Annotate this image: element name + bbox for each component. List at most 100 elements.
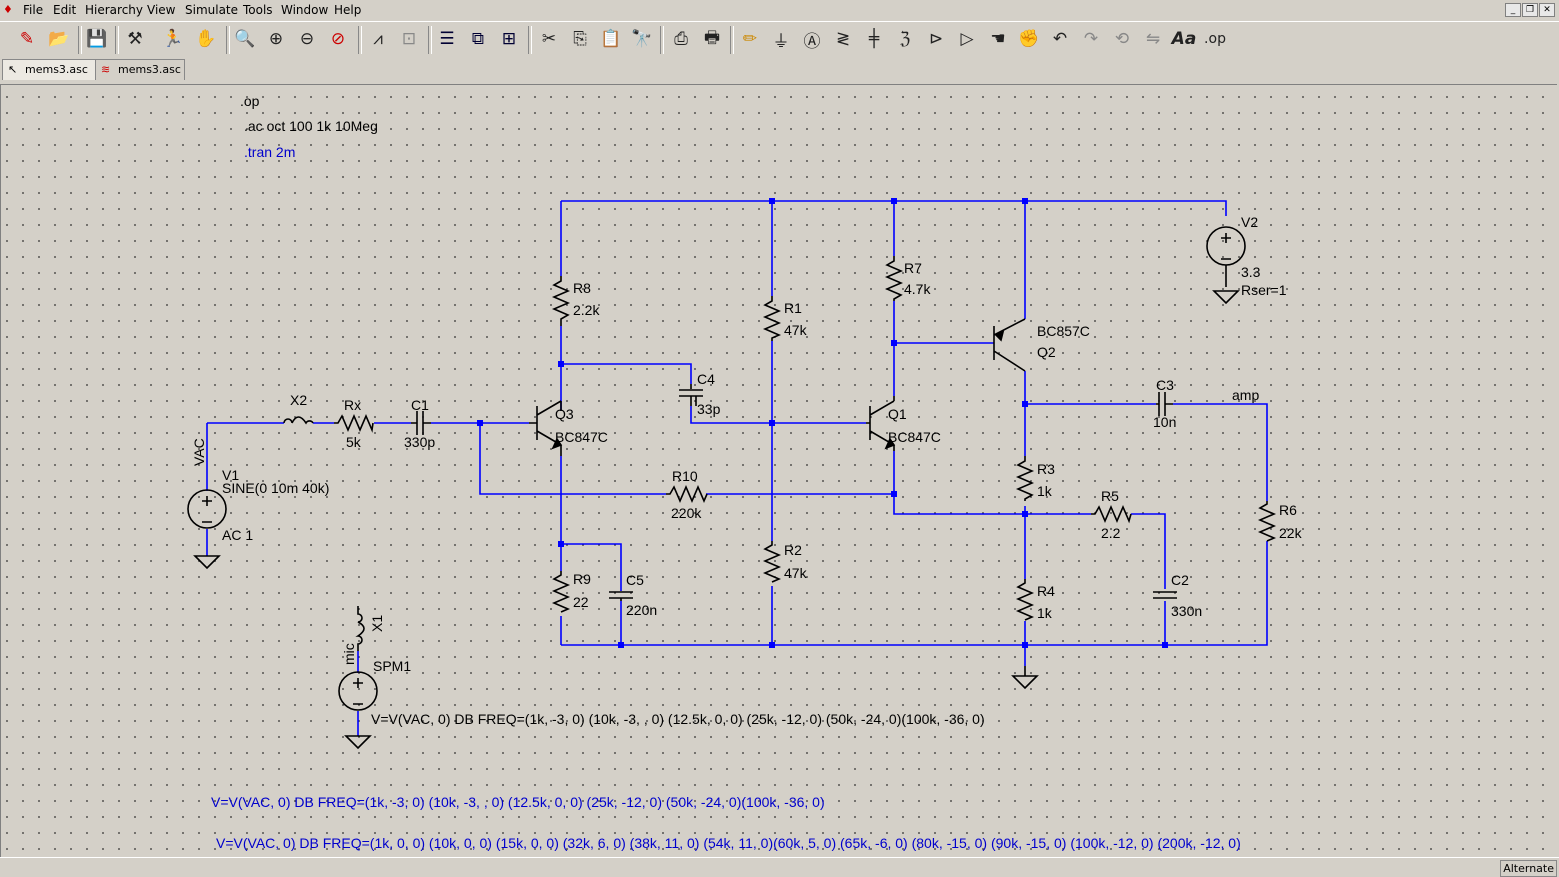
svg-text:2.2: 2.2 — [1101, 525, 1121, 541]
zoom-in-icon[interactable]: 🔍 — [234, 29, 256, 49]
menu-tools[interactable]: Tools — [243, 3, 273, 17]
x2-symbol[interactable] — [283, 416, 314, 425]
control-panel-icon[interactable]: ⚒ — [127, 29, 143, 49]
net-label-amp: amp — [1232, 387, 1259, 403]
menu-window[interactable]: Window — [281, 3, 329, 17]
cut-icon[interactable]: ✂ — [541, 29, 557, 49]
component-icon[interactable]: ▷ — [960, 29, 974, 49]
menu-edit[interactable]: Edit — [53, 3, 77, 17]
c1-symbol[interactable] — [411, 411, 431, 435]
diode-icon[interactable]: ⊳ — [928, 29, 944, 49]
c3-symbol[interactable] — [1156, 392, 1173, 416]
tile-vertical-icon[interactable]: ⊞ — [501, 29, 517, 49]
q2-symbol[interactable] — [993, 318, 1026, 372]
minimize-icon[interactable]: _ — [1505, 3, 1521, 17]
r1-symbol[interactable] — [762, 296, 782, 341]
svg-text:X1: X1 — [369, 615, 385, 632]
svg-text:C3: C3 — [1156, 377, 1174, 393]
tab-waveform[interactable]: ≋ mems3.asc — [95, 59, 185, 80]
drag-icon[interactable]: ✊ — [1018, 29, 1040, 49]
waveform-icon[interactable]: ⩘ — [373, 29, 383, 49]
open-icon[interactable]: 📂 — [48, 29, 70, 49]
mirror-icon[interactable]: ⇋ — [1145, 29, 1161, 49]
halt-icon[interactable]: ✋ — [195, 29, 217, 49]
draw-wire-icon[interactable]: ✏ — [742, 29, 758, 49]
menu-file[interactable]: File — [23, 3, 44, 17]
r2-symbol[interactable] — [762, 541, 782, 583]
r7-symbol[interactable] — [884, 256, 904, 301]
r5-symbol[interactable] — [1091, 504, 1132, 524]
find-icon[interactable]: 🔭 — [631, 29, 653, 49]
capacitors — [411, 384, 1177, 601]
undo-icon[interactable]: ↶ — [1052, 29, 1068, 49]
document-tabs: ↖ mems3.asc ≋ mems3.asc — [0, 57, 1559, 82]
r4-symbol[interactable] — [1015, 579, 1035, 621]
schematic-canvas[interactable]: .op .ac oct 100 1k 10Meg .tran 2m — [0, 84, 1557, 857]
c2-symbol[interactable] — [1153, 591, 1177, 599]
q1-symbol[interactable] — [866, 396, 896, 451]
cascade-icon[interactable]: ⧉ — [471, 29, 485, 49]
close-icon[interactable]: ✕ — [1539, 3, 1555, 17]
svg-text:BC847C: BC847C — [888, 429, 941, 445]
redo-icon[interactable]: ↷ — [1083, 29, 1099, 49]
tile-horizontal-icon[interactable]: ☰ — [439, 29, 455, 49]
expression-3[interactable]: V=V(VAC, 0) DB FREQ=(1k, 0, 0) (10k, 0, … — [216, 835, 1241, 851]
svg-text:3.3: 3.3 — [1241, 264, 1261, 280]
svg-text:330n: 330n — [1171, 603, 1202, 619]
waveform-split-icon[interactable]: ⊡ — [401, 29, 417, 49]
menu-simulate[interactable]: Simulate — [185, 3, 239, 17]
zoom-fit-icon[interactable]: ⊕ — [268, 29, 284, 49]
c4-symbol[interactable] — [679, 384, 703, 406]
menu-view[interactable]: View — [147, 3, 176, 17]
tab-schematic[interactable]: ↖ mems3.asc — [2, 59, 96, 80]
print-icon[interactable]: 🖶 — [703, 27, 721, 48]
status-mode: Alternate — [1500, 860, 1557, 877]
restore-icon[interactable]: ❐ — [1522, 3, 1538, 17]
text-icon[interactable]: Aa — [1171, 29, 1197, 49]
rotate-icon[interactable]: ⟲ — [1114, 29, 1130, 49]
r10-symbol[interactable] — [666, 484, 708, 504]
r8-symbol[interactable] — [551, 276, 571, 326]
r9-symbol[interactable] — [551, 571, 571, 613]
copy-icon[interactable]: ⎘ — [573, 29, 587, 49]
save-icon[interactable]: 💾 — [86, 29, 108, 49]
resistor-icon[interactable]: ≷ — [835, 29, 851, 49]
x1-symbol[interactable] — [355, 606, 365, 651]
print-setup-icon[interactable]: ⎙ — [674, 29, 688, 49]
spm1-symbol[interactable] — [338, 671, 378, 711]
junctions — [477, 198, 1168, 648]
paste-icon[interactable]: 📋 — [600, 29, 622, 49]
expression-1[interactable]: V=V(VAC, 0) DB FREQ=(1k, -3, 0) (10k, -3… — [371, 711, 985, 727]
q3-symbol[interactable] — [529, 400, 563, 456]
rx-symbol[interactable] — [334, 413, 374, 433]
move-icon[interactable]: ☚ — [990, 29, 1006, 49]
inductor-icon[interactable]: ℨ — [899, 29, 911, 49]
ground-icon — [193, 555, 221, 570]
expression-2[interactable]: V=V(VAC, 0) DB FREQ=(1k, -3, 0) (10k, -3… — [211, 794, 825, 810]
directive-ac[interactable]: .ac oct 100 1k 10Meg — [244, 118, 378, 134]
c5-symbol[interactable] — [609, 591, 633, 601]
v1-symbol[interactable] — [187, 489, 227, 529]
menu-bar: ♦ File Edit Hierarchy View Simulate Tool… — [0, 0, 1559, 21]
svg-text:47k: 47k — [784, 565, 808, 581]
new-schematic-icon[interactable]: ✎ — [19, 29, 35, 49]
svg-text:Rser=1: Rser=1 — [1241, 282, 1287, 298]
ground-icon[interactable]: ⏚ — [772, 31, 790, 52]
zoom-out-icon[interactable]: ⊖ — [299, 29, 315, 49]
run-icon[interactable]: 🏃 — [162, 29, 184, 49]
zoom-cancel-icon[interactable]: ⊘ — [330, 29, 346, 49]
capacitor-icon[interactable]: ╪ — [868, 29, 880, 49]
svg-text:R10: R10 — [672, 468, 698, 484]
svg-text:2.2k: 2.2k — [573, 302, 600, 318]
svg-text:22: 22 — [573, 594, 589, 610]
directive-op[interactable]: .op — [240, 93, 260, 109]
label-net-icon[interactable]: Ⓐ — [803, 31, 821, 52]
spice-directive-icon[interactable]: .op — [1204, 31, 1226, 47]
r6-symbol[interactable] — [1257, 501, 1277, 542]
menu-help[interactable]: Help — [334, 3, 362, 17]
svg-text:R3: R3 — [1037, 461, 1055, 477]
directive-tran[interactable]: .tran 2m — [244, 144, 295, 160]
ground-icon — [1212, 290, 1240, 305]
r3-symbol[interactable] — [1015, 456, 1035, 501]
menu-hierarchy[interactable]: Hierarchy — [85, 3, 144, 17]
